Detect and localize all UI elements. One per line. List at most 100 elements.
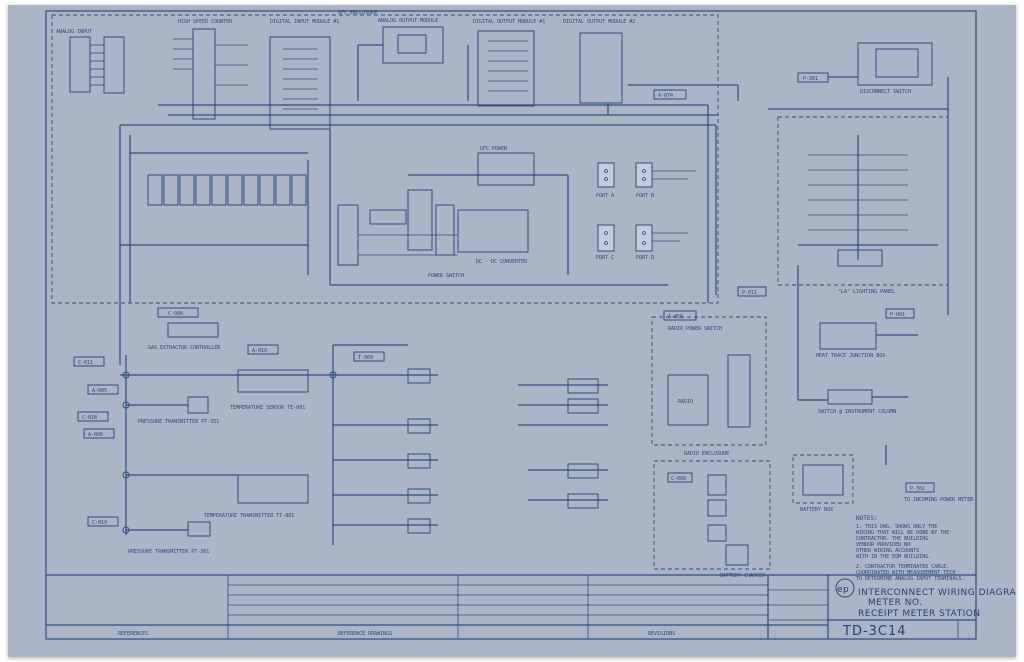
digital-output-1-block	[477, 30, 535, 107]
note-line: 2. CONTRACTOR TERMINATED CABLE,	[856, 564, 949, 570]
switch-col-label: SWITCH @ INSTRUMENT COLUMN	[818, 409, 896, 415]
lighting-panel-breakers	[798, 135, 938, 267]
port-c-label: PORT C	[596, 255, 614, 261]
analog-input-label: ANALOG INPUT	[56, 29, 92, 35]
tag-a005: A-005	[92, 388, 107, 394]
tag-c009: C-009	[671, 476, 686, 482]
tag-p011: P-011	[742, 290, 757, 296]
field-instrument-wiring	[120, 344, 608, 545]
analog-input-block	[69, 36, 91, 93]
high-speed-counter-block	[192, 28, 216, 120]
gfc-enclosure-label: GFC ENCLOSURE	[338, 10, 377, 16]
digital-output-2-block	[579, 32, 623, 104]
tag-a006-box	[83, 428, 115, 439]
charger-12vdc-out	[707, 524, 727, 542]
tag-a010-box	[247, 344, 279, 355]
pressure-tx-block	[187, 396, 209, 414]
port-d-connector	[635, 224, 653, 252]
tag-p011-box	[737, 286, 767, 297]
port-c-connector	[597, 224, 615, 252]
tag-a006: A-006	[88, 432, 103, 438]
tag-c011: C-011	[78, 360, 93, 366]
tag-a010: A-010	[252, 348, 267, 354]
footer-revisions: REVISIONS	[648, 631, 675, 637]
tag-c009-box	[667, 472, 693, 483]
port-b-connector	[635, 162, 653, 188]
tag-t009: T-009	[358, 355, 373, 361]
tag-p301: P-301	[803, 76, 818, 82]
dc-converter-label: DC - DC CONVERTER	[476, 259, 528, 265]
footer-reference-drawings: REFERENCE DRAWINGS	[338, 631, 392, 637]
tag-c018: C-018	[82, 415, 97, 421]
lighting-panel-label: "LA" LIGHTING PANEL	[838, 289, 895, 295]
lighting-panel-outline	[777, 116, 949, 286]
power-switch-label: POWER SWITCH	[428, 273, 464, 279]
hsc-terminals	[173, 38, 248, 106]
battery-box-outline	[792, 454, 854, 504]
digital-output-1-rows	[488, 40, 528, 92]
temp-sensor-label: TEMPERATURE SENSOR TE-001	[230, 405, 305, 411]
digital-input-block	[269, 36, 331, 130]
tag-c006: C-006	[168, 311, 183, 317]
port-wiring	[652, 170, 696, 242]
output-terminal-blocks	[407, 368, 599, 534]
port-b-label: PORT B	[636, 193, 654, 199]
radio-label: RADIO	[678, 399, 693, 405]
pressure-tx2-label: PRESSURE TRANSMITTER PT-361	[128, 549, 209, 555]
note-line: WIRING THAT WILL BE DONE BY THE	[856, 530, 949, 536]
temp-tx-label: TEMPERATURE TRANSMITTER TT-001	[204, 513, 294, 519]
port-d-label: PORT D	[636, 255, 654, 261]
analog-input-terminals	[90, 36, 125, 94]
temp-sensor-block	[237, 369, 309, 393]
port-a-label: PORT A	[596, 193, 614, 199]
heat-trace-label: HEAT TRACE JUNCTION BOX	[816, 353, 885, 359]
footer-references: REFERENCES	[118, 631, 148, 637]
disconnect-switch-block	[857, 42, 933, 86]
terminal-strip	[147, 174, 307, 206]
charger-dc-out	[707, 499, 727, 517]
sheet-border	[45, 10, 977, 640]
tag-t009-box	[353, 351, 385, 362]
dc-converter-block	[457, 209, 529, 253]
logo-text: ep	[837, 585, 849, 595]
title-line-1: INTERCONNECT WIRING DIAGRAM	[858, 588, 1016, 598]
tag-a005-box	[87, 384, 119, 395]
pressure-tx-label: PRESSURE TRANSMITTER PT-351	[138, 419, 219, 425]
drawing-number: TD-3C14	[842, 624, 907, 639]
gas-controller-box	[167, 322, 219, 338]
gas-controller-label: GAS EXTRACTOR CONTROLLER	[148, 345, 221, 351]
tag-p001-box	[885, 308, 915, 319]
digital-output-2-label: DIGITAL OUTPUT MODULE #2	[563, 19, 635, 25]
title-block-grid	[46, 574, 976, 639]
tag-c019-box	[87, 516, 119, 527]
radio-terminals	[727, 354, 751, 428]
pressure-tx2-block	[187, 521, 211, 537]
tag-p302: P-302	[910, 486, 925, 492]
radio-power-label: RADIO POWER SWITCH	[668, 326, 722, 332]
gfc-power-label: GFC POWER	[480, 146, 508, 152]
title-line-3: RECEIPT METER STATION	[858, 609, 981, 619]
wiring-diagram: GFC ENCLOSURE ANALOG INPUT HIGH SPEED CO…	[45, 10, 1016, 640]
battery-box-label: BATTERY BOX	[800, 507, 833, 513]
tag-a058: A-058	[668, 314, 683, 320]
note-line: OTHER WIRING ACCOUNTS	[856, 548, 919, 554]
digital-input-rows	[283, 48, 318, 110]
note-line: CONTRACTOR. THE BUILDING	[856, 536, 928, 542]
tag-a074: A-074	[658, 93, 673, 99]
radio-unit	[667, 374, 709, 426]
gfc-power-block	[477, 152, 535, 186]
battery-box	[802, 464, 844, 496]
notes-list: 1. THIS DWG. SHOWS ONLY THE WIRING THAT …	[856, 524, 964, 582]
switch-column-box	[827, 389, 873, 405]
temp-tx-block	[237, 474, 309, 504]
right-feeders	[797, 265, 918, 465]
center-relay-cluster	[337, 174, 569, 275]
analog-output-label: ANALOG OUTPUT MODULE	[378, 18, 438, 24]
tag-c006-box	[157, 307, 199, 318]
drawing-sheet: GFC ENCLOSURE ANALOG INPUT HIGH SPEED CO…	[8, 5, 1016, 657]
digital-input-label: DIGITAL INPUT MODULE #1	[270, 19, 339, 25]
digital-output-1-label: DIGITAL OUTPUT MODULE #1	[473, 19, 545, 25]
note-line: TO DETERMINE ANALOG INPUT TERMINALS.	[856, 576, 964, 582]
analog-output-block	[382, 26, 444, 64]
tag-c018-box	[77, 411, 109, 422]
